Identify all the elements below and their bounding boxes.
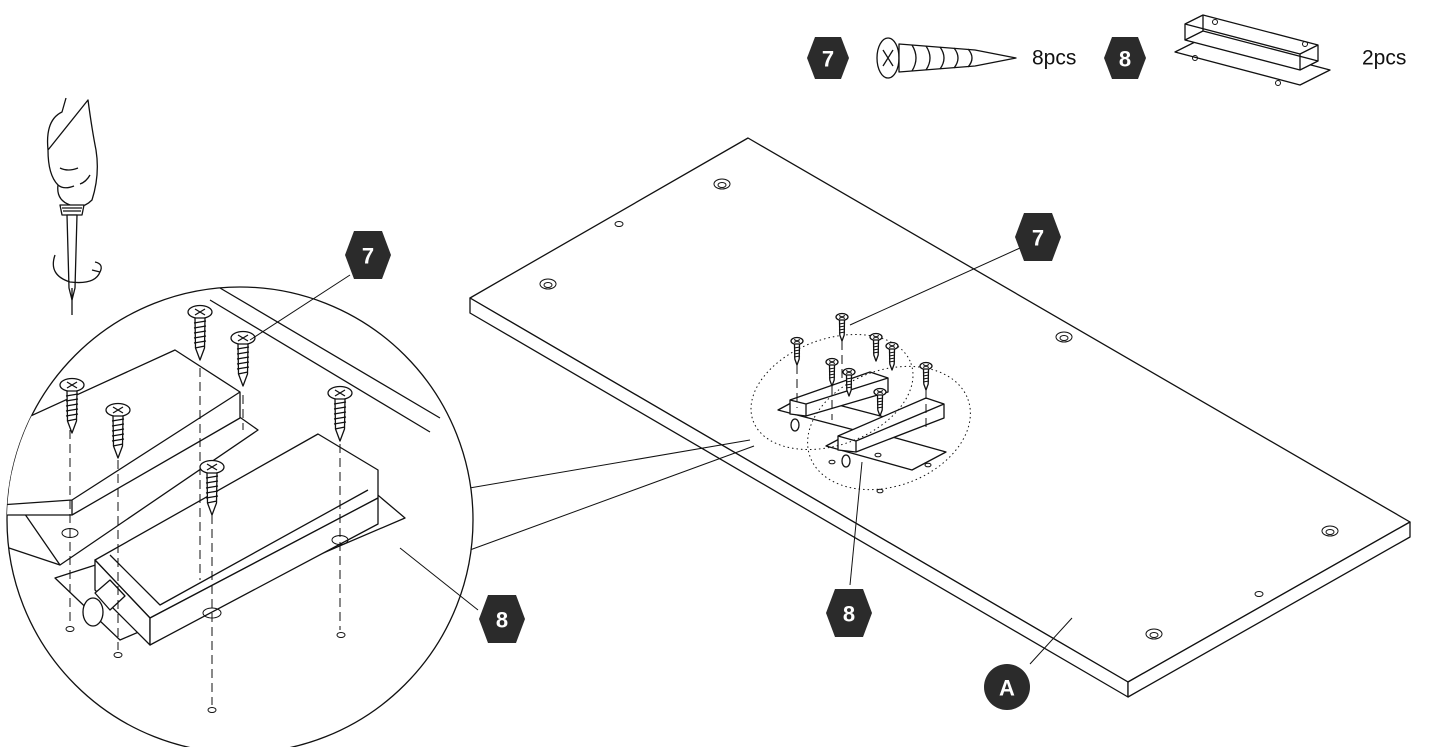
quantity-bracket: 2pcs xyxy=(1362,47,1406,70)
board-callout-8-label: 8 xyxy=(843,602,855,627)
part-number-7: 7 xyxy=(822,47,834,72)
legend-item-screw: 7 8pcs xyxy=(807,37,1076,79)
board-callout-7-label: 7 xyxy=(1032,226,1044,251)
detail-callout-7: 7 xyxy=(249,231,391,341)
zone-outline-right xyxy=(807,365,971,491)
part-number-8: 8 xyxy=(1119,47,1131,72)
bracket-icon xyxy=(1174,14,1331,86)
panel-label-a: A xyxy=(984,617,1073,710)
board-screws xyxy=(790,312,933,430)
board-callout-8: 8 xyxy=(826,461,872,637)
detail-callout-8-label: 8 xyxy=(496,608,508,633)
detail-callout-8: 8 xyxy=(399,547,525,643)
board-callout-7: 7 xyxy=(849,213,1061,326)
detail-callout-7-label: 7 xyxy=(362,244,374,269)
board-brackets xyxy=(777,371,947,494)
zoom-connector-lines xyxy=(447,439,755,559)
detail-view xyxy=(6,286,474,747)
quantity-screw: 8pcs xyxy=(1032,47,1076,70)
panel-board xyxy=(469,137,1411,698)
zone-outline-left xyxy=(750,334,914,450)
screw-icon xyxy=(876,37,1017,79)
screwdriver-hand-icon xyxy=(46,97,102,315)
part-number-badge-8 xyxy=(1104,37,1146,79)
legend-item-bracket: 8 2pcs xyxy=(1104,14,1406,86)
panel-holes xyxy=(539,178,1339,640)
parts-legend: 7 8pcs 8 2pcs xyxy=(807,14,1406,86)
panel-label-a-text: A xyxy=(999,676,1015,701)
part-number-badge-7 xyxy=(807,37,849,79)
